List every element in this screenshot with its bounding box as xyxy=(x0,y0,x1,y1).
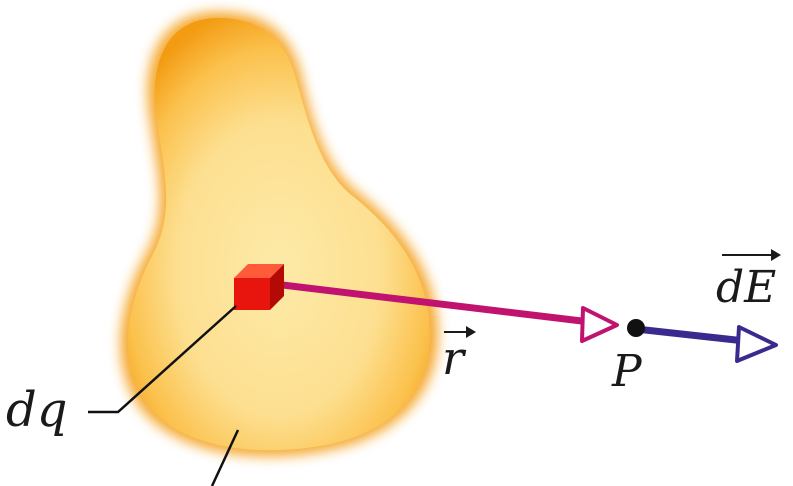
r-vector-arrowhead xyxy=(580,306,619,343)
dE-label-text: dE xyxy=(716,262,776,313)
cube-top-face xyxy=(234,264,284,278)
dE-vector xyxy=(632,325,778,363)
dE-vector-arrowhead xyxy=(735,325,778,363)
charged-body-fill xyxy=(127,18,431,451)
r-vector-shaft xyxy=(262,279,594,326)
P-label: P xyxy=(611,346,643,397)
cube-front-face xyxy=(234,278,270,310)
dq-label: dq xyxy=(6,382,67,438)
r-vector xyxy=(262,279,619,343)
dq-leader-line xyxy=(88,305,237,414)
dE-label-arrow-icon xyxy=(771,249,781,261)
r-label: r xyxy=(442,326,476,385)
charged-body xyxy=(120,12,439,457)
dE-vector-shaft xyxy=(632,325,749,345)
r-label-text: r xyxy=(442,331,467,385)
charge-element-cube xyxy=(234,264,284,310)
cube-side-face xyxy=(270,264,284,310)
dE-label: dE xyxy=(716,249,781,313)
field-point-dot xyxy=(627,319,645,337)
body-leader-line xyxy=(210,429,240,486)
r-label-arrow-icon xyxy=(466,326,476,338)
